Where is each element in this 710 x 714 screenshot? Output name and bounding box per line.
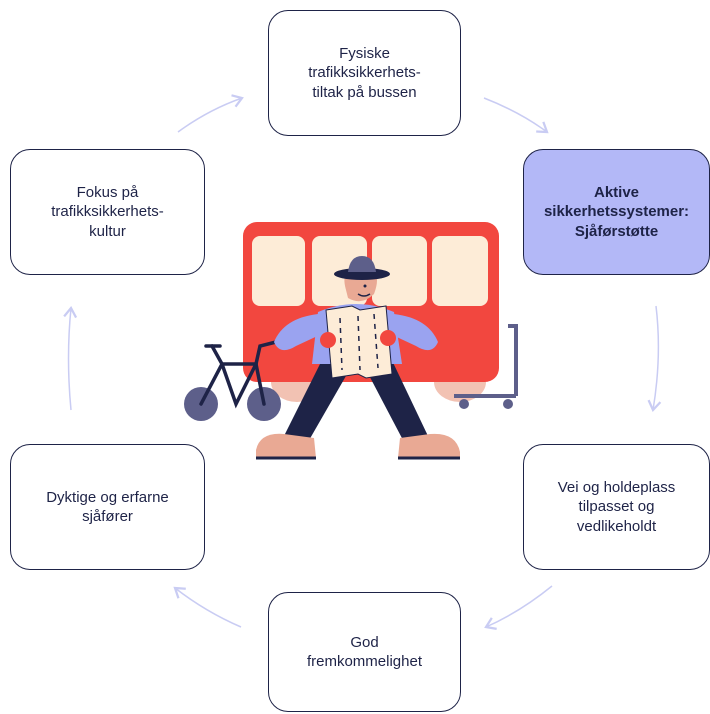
flow-arrow: [483, 97, 549, 134]
bus-traveler-illustration: [184, 222, 518, 460]
node-fokus-kultur: Fokus på trafikksikkerhets- kultur: [10, 149, 205, 275]
flow-arrow: [484, 585, 553, 630]
flow-arrow: [177, 94, 244, 133]
person-arm: [274, 314, 326, 351]
hat-icon: [334, 268, 390, 280]
bus-window: [432, 236, 488, 306]
node-fysiske-tiltak: Fysiske trafikksikkerhets- tiltak på bus…: [268, 10, 461, 136]
person-shoe: [256, 433, 316, 458]
node-god-fremkommelighet: God fremkommelighet: [268, 592, 461, 712]
bicycle-icon: [184, 340, 281, 421]
node-vei-og-holdeplass: Vei og holdeplass tilpasset og vedlikeho…: [523, 444, 710, 570]
flow-arrow: [63, 305, 78, 411]
bus-window: [252, 236, 305, 306]
person-arm: [386, 314, 438, 351]
flow-arrow: [173, 586, 242, 628]
luggage-cart: [454, 324, 518, 398]
node-dyktige-sjaforer: Dyktige og erfarne sjåfører: [10, 444, 205, 570]
bus-window: [372, 236, 427, 306]
bus-wheel: [434, 382, 486, 402]
person-shoe: [398, 433, 460, 458]
map-icon: [325, 305, 393, 379]
flow-arrow: [647, 305, 662, 413]
node-aktive-sikkerhetssystemer: Aktive sikkerhetssystemer: Sjåførstøtte: [523, 149, 710, 275]
